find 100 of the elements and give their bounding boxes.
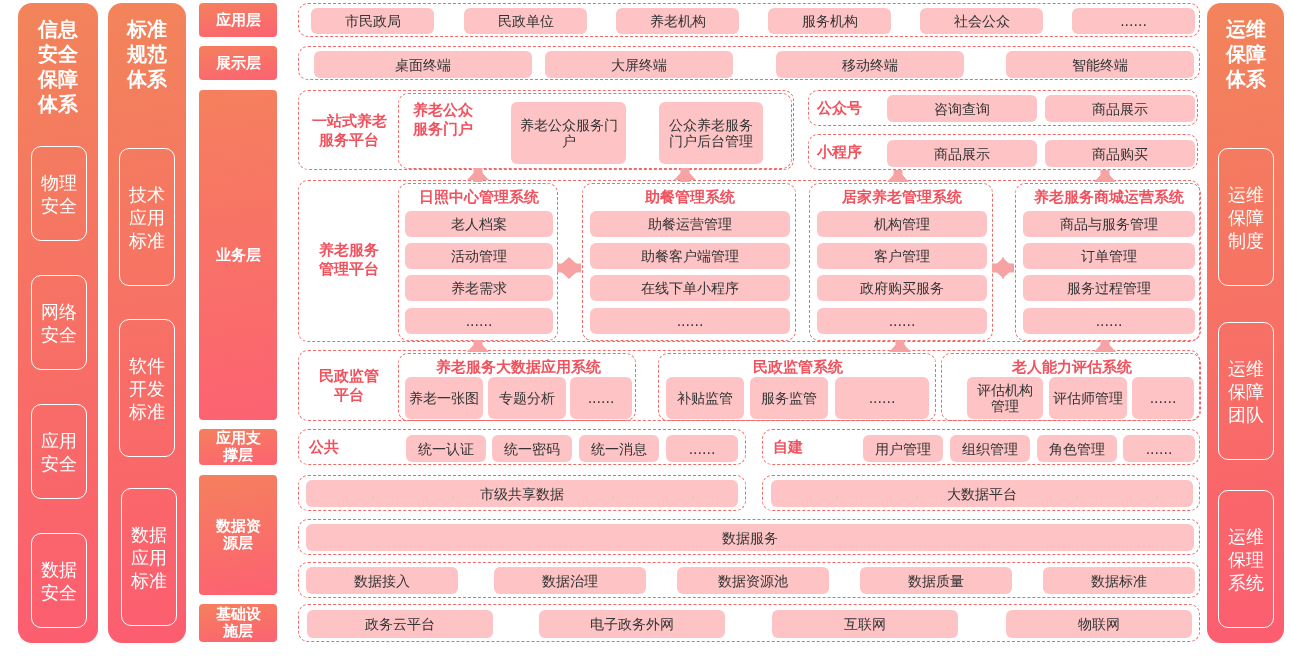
system-panel	[398, 183, 558, 341]
module-box: 养老公众服务门户	[511, 102, 626, 164]
group-title: 养老公众服务门户	[412, 100, 474, 140]
module-box: 市级共享数据	[306, 480, 738, 507]
module-box: 数据标准	[1043, 567, 1195, 594]
category-box: 技术应用标准	[119, 148, 175, 286]
column-title: 信息安全保障体系	[37, 17, 79, 117]
platform-panel	[298, 3, 1200, 37]
module-box: 服务监管	[750, 377, 828, 419]
category-box: 数据应用标准	[121, 488, 177, 626]
group-title: 居家养老管理系统	[841, 186, 963, 208]
module-box: 评估机构管理	[967, 377, 1043, 419]
column-title: 运维保障体系	[1224, 17, 1267, 92]
module-box: 服务过程管理	[1023, 275, 1195, 301]
module-box: 用户管理	[863, 435, 943, 462]
system-panel	[1015, 183, 1201, 341]
module-box: 客户管理	[817, 243, 987, 269]
block-arrow	[467, 340, 489, 352]
platform-panel	[298, 475, 746, 511]
platform-panel	[298, 429, 746, 465]
block-arrow	[889, 340, 911, 352]
module-box: 大屏终端	[545, 51, 733, 78]
layer-label: 应用支撑层	[199, 429, 277, 465]
platform-panel	[298, 562, 1200, 598]
platform-panel	[808, 90, 1198, 126]
module-box: ......	[1023, 308, 1195, 334]
group-title: 自建	[773, 436, 804, 458]
category-box: 运维保障制度	[1218, 148, 1274, 286]
layer-label: 数据资源层	[199, 475, 277, 595]
group-title: 助餐管理系统	[644, 186, 736, 208]
group-title: 养老服务管理平台	[318, 240, 380, 280]
module-box: 数据质量	[860, 567, 1012, 594]
layer-label: 应用层	[199, 3, 277, 37]
module-box: 公众养老服务门户后台管理	[659, 102, 763, 164]
module-box: 商品展示	[887, 140, 1037, 167]
system-panel	[941, 353, 1201, 421]
module-box: 机构管理	[817, 211, 987, 237]
module-box: 大数据平台	[771, 480, 1193, 507]
module-box: 活动管理	[405, 243, 553, 269]
module-box: 互联网	[772, 610, 958, 638]
layer-label: 业务层	[199, 90, 277, 420]
block-arrow	[1094, 170, 1116, 182]
platform-panel	[298, 604, 1200, 642]
module-box: 数据资源池	[677, 567, 829, 594]
system-panel	[398, 353, 636, 421]
module-box: 政府购买服务	[817, 275, 987, 301]
group-title: 养老服务大数据应用系统	[434, 356, 602, 378]
module-box: 统一认证	[406, 435, 486, 462]
module-box: 市民政局	[311, 8, 434, 34]
module-box: 订单管理	[1023, 243, 1195, 269]
module-box: 助餐运营管理	[590, 211, 790, 237]
module-box: 组织管理	[950, 435, 1030, 462]
group-title: 老人能力评估系统	[1011, 356, 1133, 378]
group-title: 一站式养老服务平台	[310, 111, 388, 151]
system-column	[1207, 3, 1284, 643]
platform-panel	[762, 429, 1200, 465]
category-box: 应用安全	[31, 404, 87, 499]
system-column	[108, 3, 186, 643]
module-box: 社会公众	[920, 8, 1043, 34]
category-box: 运维保障团队	[1218, 322, 1274, 460]
module-box: 统一消息	[579, 435, 659, 462]
block-arrow	[557, 257, 581, 279]
group-title: 公众号	[817, 97, 863, 119]
category-box: 网络安全	[31, 275, 87, 370]
module-box: ......	[835, 377, 929, 419]
platform-panel	[298, 180, 1200, 342]
group-title: 公共	[309, 436, 340, 458]
module-box: 老人档案	[405, 211, 553, 237]
module-box: 桌面终端	[314, 51, 532, 78]
category-box: 数据安全	[31, 533, 87, 628]
module-box: 商品与服务管理	[1023, 211, 1195, 237]
module-box: 服务机构	[768, 8, 891, 34]
layer-label: 基础设施层	[199, 604, 277, 642]
system-panel	[809, 183, 993, 341]
module-box: 移动终端	[776, 51, 964, 78]
category-box: 软件开发标准	[119, 319, 175, 457]
module-box: ......	[1132, 377, 1194, 419]
module-box: 商品展示	[1045, 95, 1195, 122]
module-box: ......	[1123, 435, 1195, 462]
layer-label: 展示层	[199, 46, 277, 80]
column-title: 标准规范体系	[125, 17, 168, 92]
module-box: ......	[666, 435, 738, 462]
platform-panel	[762, 475, 1200, 511]
module-box: ......	[1072, 8, 1195, 34]
block-arrow	[467, 168, 489, 182]
system-column	[18, 3, 98, 643]
module-box: 统一密码	[492, 435, 572, 462]
module-box: 数据治理	[494, 567, 646, 594]
module-box: 智能终端	[1006, 51, 1194, 78]
group-title: 民政监管平台	[318, 366, 380, 406]
platform-panel	[398, 93, 792, 169]
module-box: 养老一张图	[405, 377, 483, 419]
platform-panel	[808, 134, 1198, 170]
module-box: 商品购买	[1045, 140, 1195, 167]
block-arrow	[992, 257, 1014, 279]
group-title: 日照中心管理系统	[418, 186, 540, 208]
module-box: 民政单位	[464, 8, 587, 34]
system-panel	[658, 353, 936, 421]
block-arrow	[674, 168, 696, 182]
module-box: ......	[405, 308, 553, 334]
